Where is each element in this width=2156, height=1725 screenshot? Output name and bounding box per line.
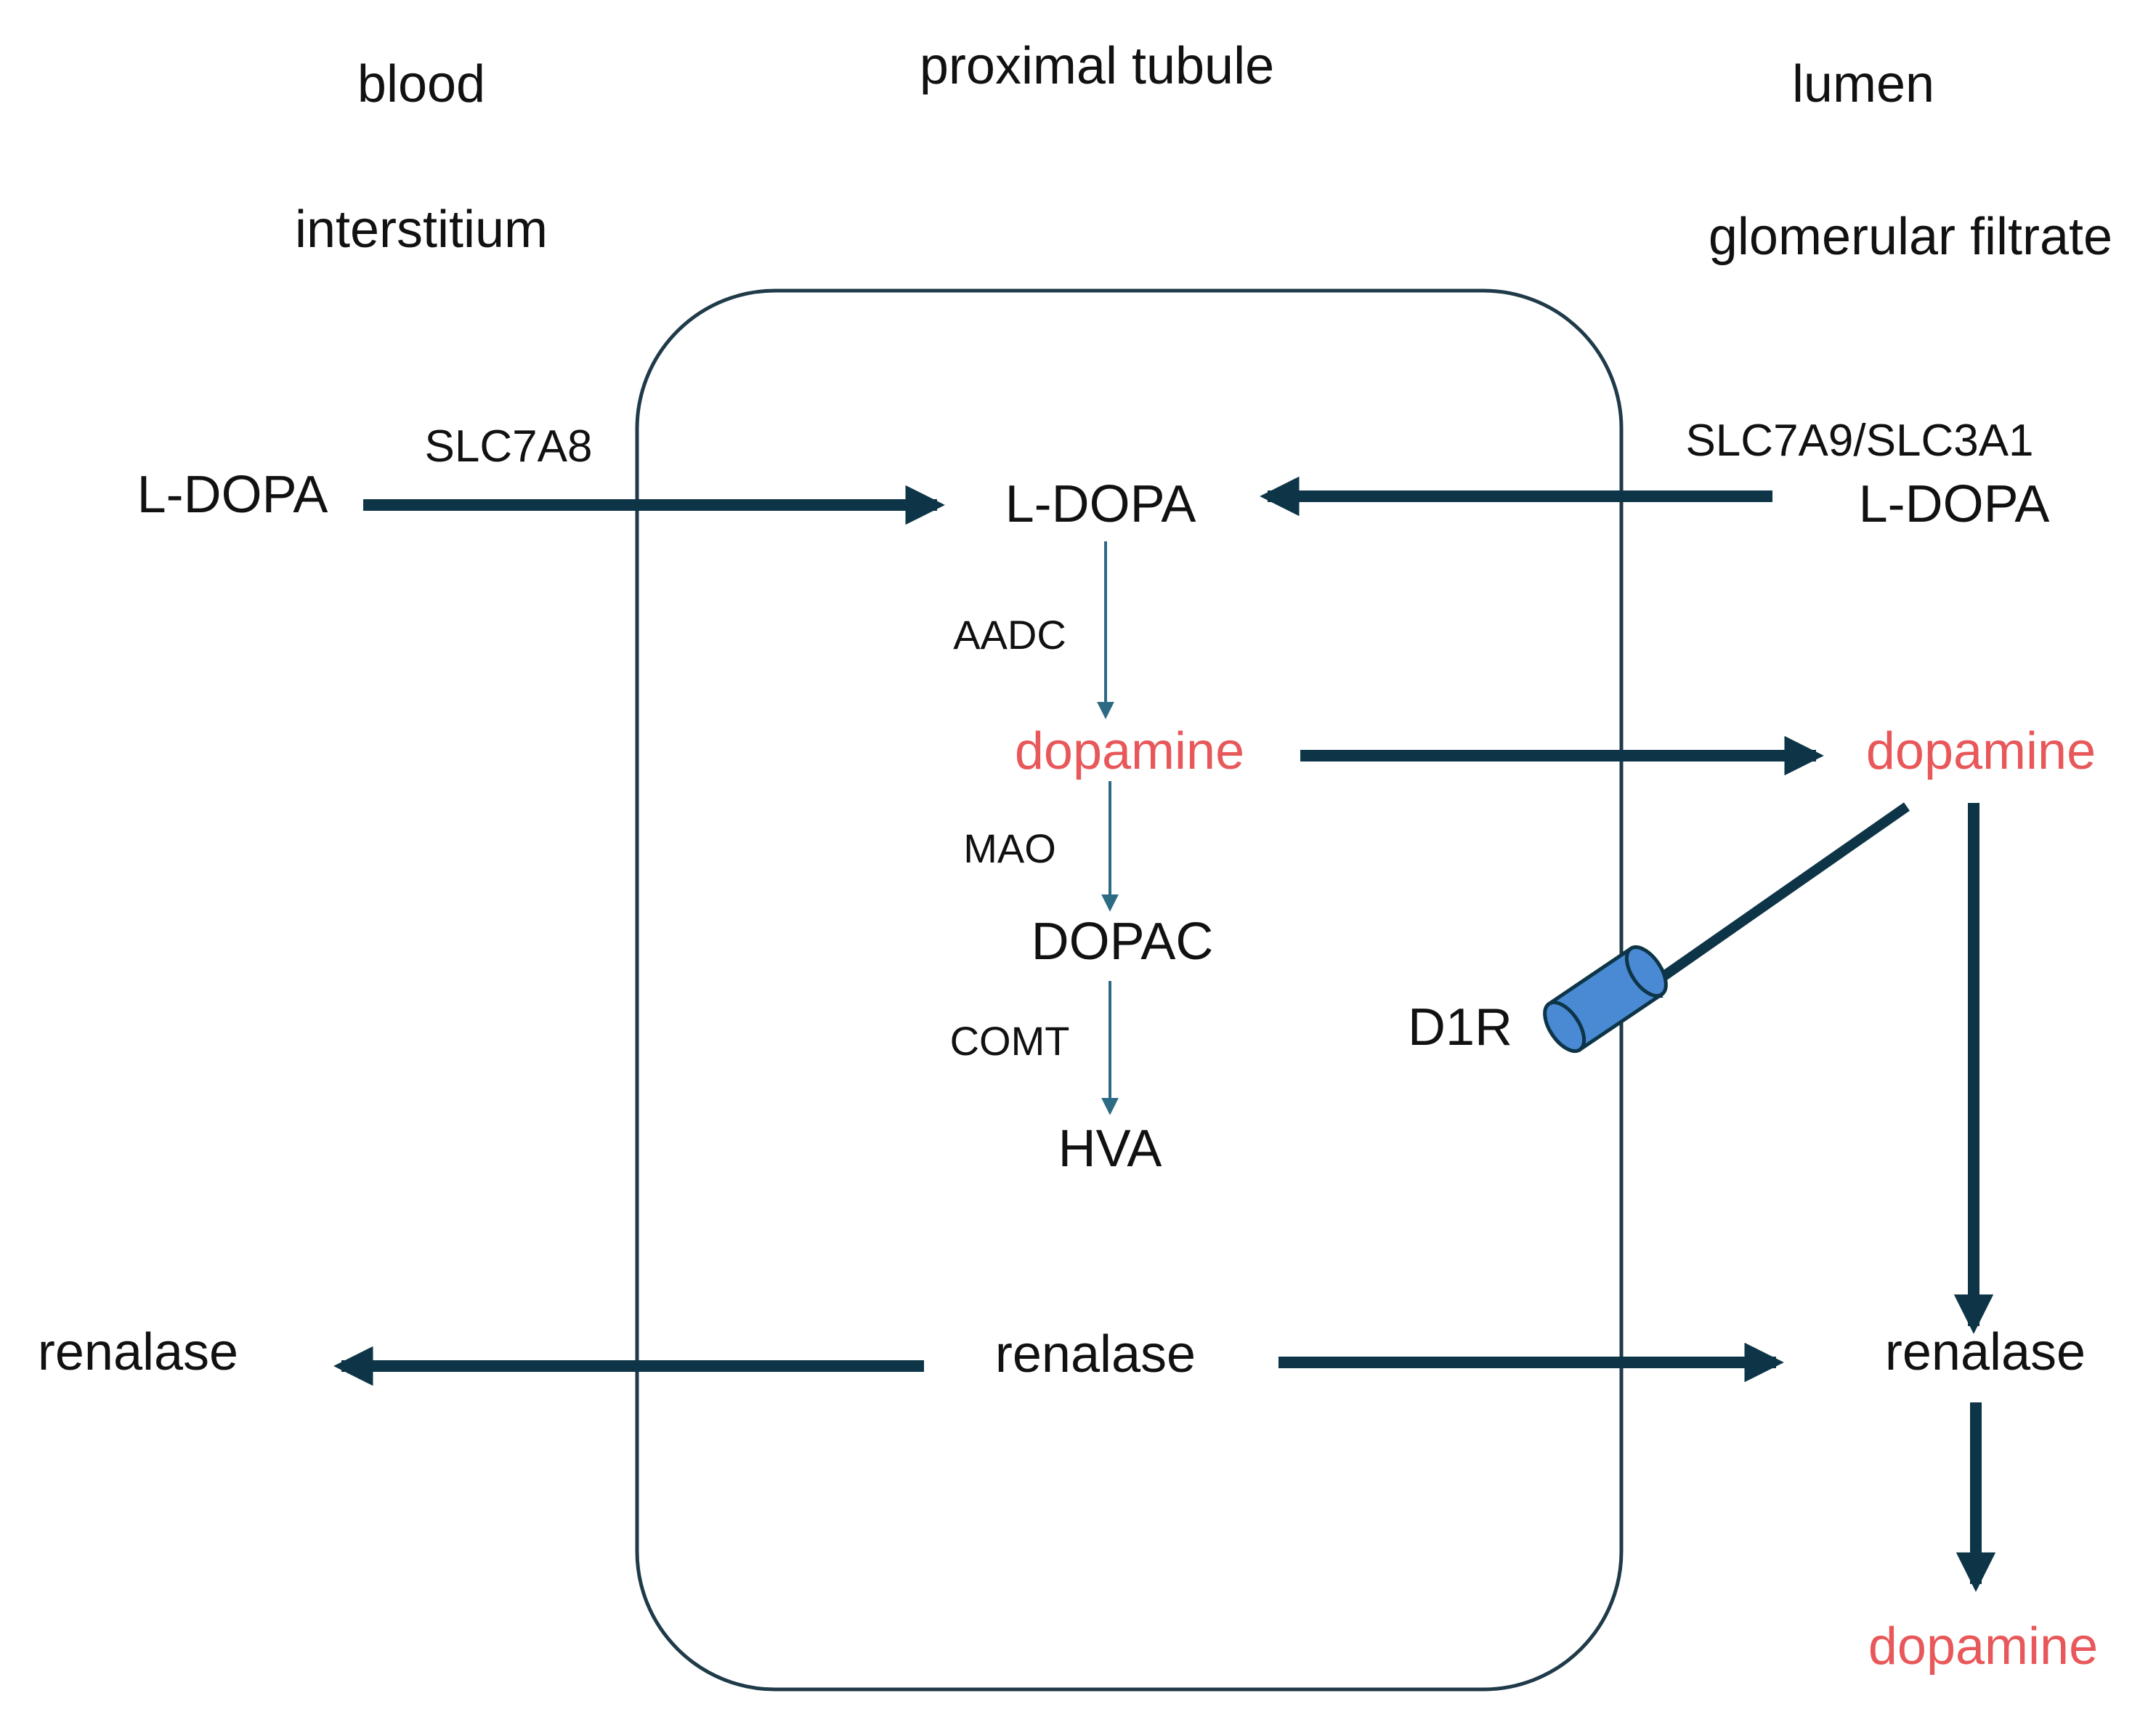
blood-label: blood <box>357 55 485 113</box>
proximal-tubule-label: proximal tubule <box>920 37 1274 95</box>
mao-label: MAO <box>963 825 1056 871</box>
ldopa-lumen-label: L-DOPA <box>1859 475 2050 533</box>
d1r-label: D1R <box>1408 998 1512 1057</box>
ldopa-cell-label: L-DOPA <box>1005 475 1196 533</box>
slc7a8-label: SLC7A8 <box>425 421 593 472</box>
renalase-lumen-label: renalase <box>1885 1323 2086 1381</box>
lumen-label: lumen <box>1792 55 1934 113</box>
dopamine-bottom-label: dopamine <box>1868 1617 2098 1676</box>
renalase-cell-label: renalase <box>995 1325 1196 1383</box>
dopamine-lumen-label: dopamine <box>1866 722 2096 780</box>
renalase-interstitium-label: renalase <box>38 1323 238 1381</box>
d1r-receptor-icon <box>1543 945 1668 1053</box>
dopac-label: DOPAC <box>1032 913 1214 971</box>
ldopa-blood-label: L-DOPA <box>137 466 328 524</box>
hva-label: HVA <box>1058 1120 1162 1178</box>
comt-label: COMT <box>950 1018 1070 1064</box>
dopamine-to-d1r-arrow <box>1625 802 1910 1003</box>
interstitium-label: interstitium <box>295 201 548 259</box>
slc7a9-slc3a1-label: SLC7A9/SLC3A1 <box>1685 416 2033 466</box>
dopamine-cell-label: dopamine <box>1015 722 1244 780</box>
aadc-label: AADC <box>953 612 1066 658</box>
glomerular-filtrate-label: glomerular filtrate <box>1709 208 2112 266</box>
